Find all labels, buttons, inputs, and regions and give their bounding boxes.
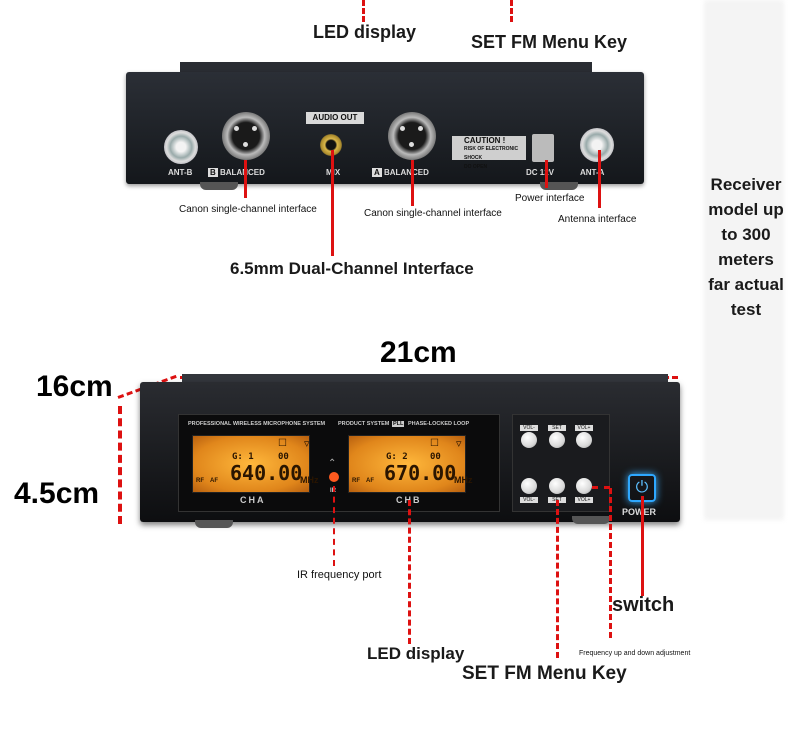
cha-screen [192, 435, 310, 493]
btn-top-set-caption: SET [548, 425, 566, 431]
pointer-line [408, 500, 411, 644]
pointer-line [362, 0, 365, 22]
cha-vol-up-button[interactable] [576, 432, 592, 448]
antenna-signal-icon: ▿ [456, 438, 462, 450]
mix-jack-icon [320, 134, 342, 156]
height-dimension-line [118, 406, 122, 524]
power-interface-annotation: Power interface [515, 193, 585, 204]
pointer-line [556, 500, 559, 658]
height-dimension: 4.5cm [14, 477, 100, 510]
header-pll: PLL [392, 421, 405, 427]
chb-group: G: 2 [386, 452, 408, 462]
btn-top-vol-plus-caption: VOL+ [575, 425, 593, 431]
back-panel [126, 72, 644, 184]
header-right: PHASE-LOCKED LOOP [408, 421, 470, 427]
mute-speaker-icon: ☐ [278, 438, 287, 449]
mute-speaker-icon: ☐ [430, 438, 439, 449]
cha-vol-down-button[interactable] [521, 432, 537, 448]
device-foot [540, 182, 578, 190]
dual-channel-annotation: 6.5mm Dual-Channel Interface [230, 259, 474, 278]
cha-frequency: 640.00 [230, 461, 303, 485]
chb-label: CHB [396, 495, 422, 505]
canon-left-annotation: Canon single-channel interface [179, 204, 317, 215]
led-display-label: LED display [313, 22, 417, 42]
width-dimension: 21cm [380, 336, 457, 369]
chevron-up-icon: ⌃ [328, 458, 337, 469]
pointer-line [510, 0, 513, 22]
pointer-line [609, 488, 612, 638]
header-left: PROFESSIONAL WIRELESS MICROPHONE SYSTEM [188, 421, 326, 427]
ant-b-label: ANT-B [168, 168, 193, 177]
back-panel-top [180, 62, 592, 74]
switch-annotation: switch [612, 594, 675, 616]
pointer-line [244, 160, 247, 198]
cha-group: G: 1 [232, 452, 254, 462]
pointer-line [333, 486, 335, 566]
led-display-annotation: LED display [367, 644, 465, 663]
freq-adjust-annotation: Frequency up and down adjustment [579, 650, 691, 657]
caution-line1: RISK OF ELECTRONIC SHOCK [464, 146, 519, 161]
power-label: POWER [622, 507, 657, 517]
device-foot [572, 516, 610, 524]
antenna-interface-annotation: Antenna interface [558, 214, 637, 225]
header-mid: PRODUCT SYSTEM [338, 421, 390, 427]
a-balanced-label: BALANCED [384, 168, 429, 177]
chb-frequency: 670.00 [384, 461, 457, 485]
cha-set-button[interactable] [549, 432, 565, 448]
xlr-b-connector-icon [222, 112, 270, 160]
btn-bottom-vol-plus-caption: VOL+ [575, 497, 593, 503]
audio-out-label: AUDIO OUT [306, 112, 364, 124]
pointer-line [598, 150, 601, 208]
side-background [704, 0, 784, 520]
antenna-b-connector-icon [164, 130, 198, 164]
chb-rf: RF [352, 478, 360, 484]
antenna-signal-icon: ▿ [304, 438, 310, 450]
device-foot [200, 182, 238, 190]
pointer-line [592, 486, 610, 489]
chb-vol-down-button[interactable] [521, 478, 537, 494]
ant-a-label: ANT-A [580, 168, 605, 177]
btn-bottom-vol-minus-caption: VOL- [520, 497, 538, 503]
antenna-a-connector-icon [580, 128, 614, 162]
depth-dimension: 16cm [36, 370, 113, 403]
btn-top-vol-minus-caption: VOL- [520, 425, 538, 431]
front-panel-top [182, 374, 668, 384]
pointer-line [545, 160, 548, 188]
caution-line2: DO OPEN [464, 164, 488, 170]
ir-port [329, 472, 339, 482]
dc-label: DC 12V [526, 168, 555, 177]
chb-channel: 00 [430, 452, 441, 462]
chb-set-button[interactable] [549, 478, 565, 494]
cha-af: AF [210, 478, 218, 484]
chb-vol-up-button[interactable] [576, 478, 592, 494]
device-foot [195, 520, 233, 528]
chb-af: AF [366, 478, 374, 484]
caution-sticker: CAUTION ! RISK OF ELECTRONIC SHOCK DO OP… [452, 136, 526, 170]
dc-power-port-icon [532, 134, 554, 162]
ir-port-annotation: IR frequency port [297, 569, 382, 581]
set-fm-menu-key-label: SET FM Menu Key [471, 32, 628, 52]
chb-screen [348, 435, 466, 493]
pointer-line [411, 160, 414, 206]
b-balanced-label: BALANCED [220, 168, 265, 177]
power-icon: ⏻ [635, 479, 649, 496]
pointer-line [331, 150, 334, 256]
canon-right-annotation: Canon single-channel interface [364, 208, 502, 219]
range-note: Receiver model up to 300 meters far actu… [708, 175, 784, 319]
xlr-a-connector-icon [388, 112, 436, 160]
cha-unit: MHz [300, 475, 319, 485]
cha-label: CHA [240, 495, 266, 505]
chb-unit: MHz [454, 475, 473, 485]
set-fm-menu-key-annotation: SET FM Menu Key [462, 663, 627, 684]
cha-channel: 00 [278, 452, 289, 462]
cha-rf: RF [196, 478, 204, 484]
b-badge: B [208, 168, 218, 177]
pointer-line [641, 496, 644, 596]
caution-title: CAUTION ! [464, 136, 506, 145]
a-badge: A [372, 168, 382, 177]
